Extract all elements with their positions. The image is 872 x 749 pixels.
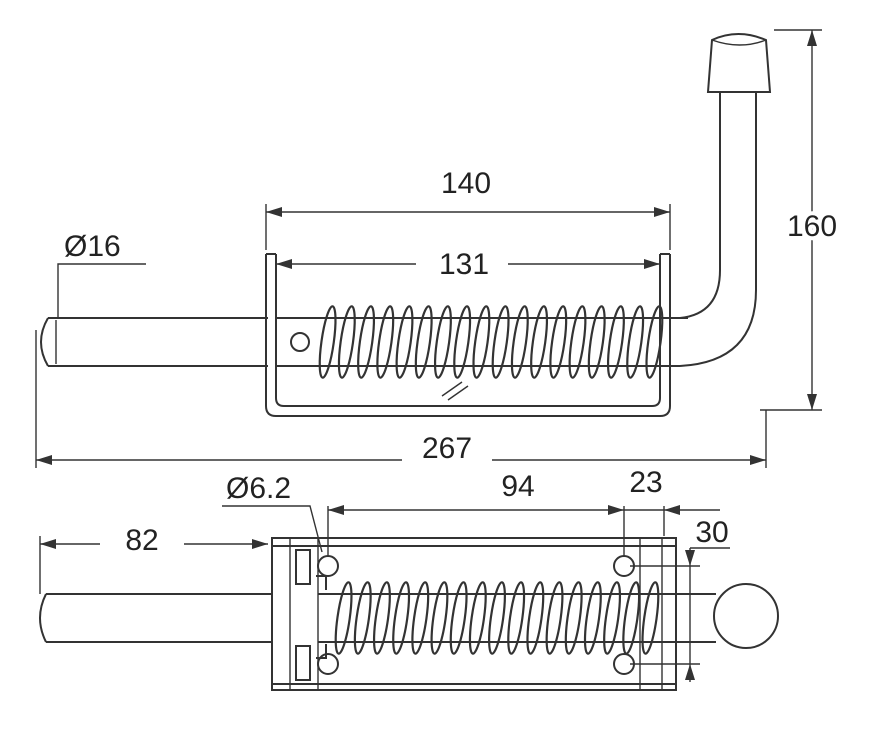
spring-turn bbox=[507, 581, 526, 655]
spring-turn bbox=[549, 305, 568, 379]
spring-turn bbox=[433, 305, 452, 379]
spring-turn bbox=[583, 581, 602, 655]
dim-bracket-inner-length: 131 bbox=[276, 248, 660, 281]
spring-turn bbox=[622, 581, 641, 655]
dim-160-label: 160 bbox=[787, 210, 837, 243]
dim-hole-diameter: Ø6.2 bbox=[222, 472, 323, 553]
dim-82-label: 82 bbox=[125, 524, 158, 557]
spring-turn bbox=[603, 581, 622, 655]
spring-turn bbox=[430, 581, 449, 655]
dim-pin-extension: 82 bbox=[39, 524, 268, 594]
spring-turn bbox=[564, 581, 583, 655]
top-hole-left-upper bbox=[317, 555, 339, 577]
side-bracket bbox=[265, 253, 671, 417]
dim-handle-height: 160 bbox=[760, 29, 841, 411]
dim-94-label: 94 bbox=[501, 470, 534, 503]
spring-turn bbox=[376, 305, 395, 379]
spring-turn bbox=[606, 305, 625, 379]
dim-hole-spacing: 94 bbox=[327, 470, 625, 556]
spring-turn bbox=[411, 581, 430, 655]
spring-turn bbox=[318, 305, 337, 379]
side-hole bbox=[290, 332, 310, 352]
spring-turn bbox=[626, 305, 645, 379]
spring-turn bbox=[353, 581, 372, 655]
dim-23-label: 23 bbox=[629, 466, 662, 499]
top-pin bbox=[39, 593, 272, 643]
spring-turn bbox=[392, 581, 411, 655]
spring-turn bbox=[530, 305, 549, 379]
dim-267-label: 267 bbox=[422, 432, 472, 465]
spring-turn bbox=[568, 305, 587, 379]
spring-turn bbox=[372, 581, 391, 655]
spring-turn bbox=[472, 305, 491, 379]
top-base-plate bbox=[271, 537, 677, 691]
top-view: 82 Ø6.2 94 23 bbox=[39, 466, 779, 691]
spring-turn bbox=[337, 305, 356, 379]
dim-end-offset: 23 bbox=[624, 466, 720, 536]
spring-turn bbox=[468, 581, 487, 655]
dim-131-label: 131 bbox=[439, 248, 489, 281]
dim-bracket-width: 30 bbox=[630, 516, 730, 682]
top-spring bbox=[334, 581, 660, 655]
spring-turn bbox=[395, 305, 414, 379]
dim-30-label: 30 bbox=[695, 516, 728, 549]
spring-turn bbox=[645, 305, 664, 379]
spring-turn bbox=[510, 305, 529, 379]
dim-140-label: 140 bbox=[441, 167, 491, 200]
spring-turn bbox=[491, 305, 510, 379]
top-handle-knob bbox=[713, 583, 779, 649]
top-hole-left-lower bbox=[317, 653, 339, 675]
side-view: 140 131 Ø16 160 bbox=[35, 29, 841, 468]
dim-overall-length: 267 bbox=[35, 330, 767, 468]
spring-turn bbox=[334, 581, 353, 655]
spring-turn bbox=[357, 305, 376, 379]
side-pin bbox=[40, 317, 268, 367]
spring-turn bbox=[545, 581, 564, 655]
spring-turn bbox=[488, 581, 506, 655]
spring-turn bbox=[641, 581, 660, 655]
spring-turn bbox=[526, 581, 545, 655]
spring-turn bbox=[453, 305, 472, 379]
dim-pin-diameter: Ø16 bbox=[57, 230, 146, 318]
spring-turn bbox=[414, 305, 433, 379]
handle-grip bbox=[706, 33, 772, 93]
side-handle bbox=[679, 33, 772, 367]
spring-turn bbox=[449, 581, 468, 655]
dim-16-label: Ø16 bbox=[64, 230, 121, 263]
spring-turn bbox=[587, 305, 606, 379]
dim-bracket-outer-length: 140 bbox=[265, 167, 671, 250]
dim-6-2-label: Ø6.2 bbox=[226, 472, 291, 505]
side-spring bbox=[318, 305, 664, 379]
